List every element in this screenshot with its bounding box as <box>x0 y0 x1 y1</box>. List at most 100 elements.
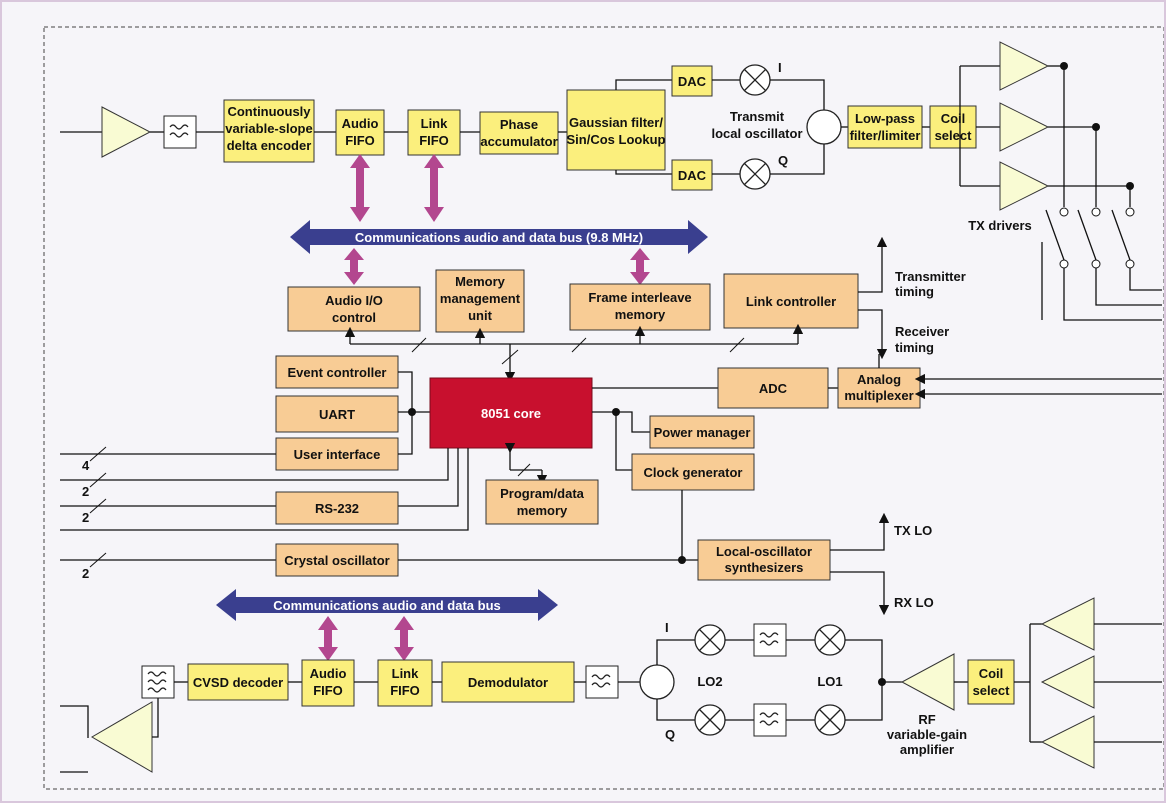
lowpass-l2: filter/limiter <box>850 128 921 143</box>
cvsd-decoder-label: CVSD decoder <box>193 675 283 690</box>
tx-timing-l1: Transmitter <box>895 269 966 284</box>
cvsd-encoder-l3: delta encoder <box>227 138 312 153</box>
input-amplifier <box>101 106 152 158</box>
rx-lna-1 <box>1040 597 1095 651</box>
lo-synthesizers <box>697 539 831 581</box>
audio-fifo-rx <box>301 659 355 707</box>
link-controller <box>723 273 859 329</box>
tx-driver-2 <box>999 102 1050 152</box>
rx-if-filter-i-icon <box>753 623 787 657</box>
rf-vga-l1: RF <box>918 712 935 727</box>
rf-vga-l3: amplifier <box>900 742 954 757</box>
rf-vga <box>900 653 955 711</box>
rx-lna-3 <box>1040 715 1095 769</box>
audio-io-l2: control <box>332 310 376 325</box>
rx-output-filter-icon <box>141 665 175 699</box>
coil-rx-l1: Coil <box>979 666 1004 681</box>
tx-drivers-label: TX drivers <box>968 218 1032 233</box>
cvsd-encoder-l2: variable-slope <box>225 121 312 136</box>
main-bus-arrow <box>290 220 708 254</box>
link-fifo-tx-l2: FIFO <box>419 133 449 148</box>
adc <box>717 367 829 409</box>
crystal-oscillator <box>275 543 399 577</box>
tx-filter-icon <box>163 115 197 149</box>
rx-i-label: I <box>665 620 669 635</box>
tx-i-label: I <box>778 60 782 75</box>
rx-lo-label: RX LO <box>894 595 934 610</box>
link-fifo-rx-l1: Link <box>392 666 419 681</box>
rx-timing-l2: timing <box>895 340 934 355</box>
main-bus: Communications audio and data bus (9.8 M… <box>290 154 708 285</box>
mmu-l2: management <box>440 291 521 306</box>
coil-tx-l1: Coil <box>941 111 966 126</box>
rx-timing-l1: Receiver <box>895 324 949 339</box>
bus-width-2c: 2 <box>82 566 89 581</box>
tx-q-label: Q <box>778 153 788 168</box>
rx-bus: Communications audio and data bus <box>216 589 558 661</box>
phase-accumulator <box>479 111 559 155</box>
tx-driver-1 <box>999 41 1050 91</box>
coil-tx-l2: select <box>935 128 973 143</box>
analog-multiplexer <box>837 367 921 409</box>
bus-width-4: 4 <box>82 458 90 473</box>
mmu-l3: unit <box>468 308 492 323</box>
phase-acc-l1: Phase <box>500 117 538 132</box>
lo-synth-l2: synthesizers <box>725 560 804 575</box>
gaussian-l2: Sin/Cos Lookup <box>567 132 666 147</box>
lo2-label: LO2 <box>697 674 722 689</box>
output-amplifier <box>91 701 153 773</box>
8051-core <box>429 377 593 449</box>
mmu-l1: Memory <box>455 274 506 289</box>
power-mgr-label: Power manager <box>654 425 751 440</box>
coil-select-tx <box>929 105 977 149</box>
phase-acc-l2: accumulator <box>480 134 557 149</box>
dac-q <box>671 159 713 191</box>
clock-generator <box>631 453 755 491</box>
uart-label: UART <box>319 407 355 422</box>
link-fifo-rx <box>377 659 433 707</box>
cvsd-encoder-l1: Continuously <box>227 104 311 119</box>
tx-summer-icon <box>806 109 842 145</box>
frame-mem-l2: memory <box>615 307 666 322</box>
cvsd-encoder <box>223 99 315 163</box>
gaussian-filter <box>566 89 666 171</box>
rs232 <box>275 491 399 525</box>
dac-q-label: DAC <box>678 168 707 183</box>
prog-mem-l1: Program/data <box>500 486 585 501</box>
rx-mixer-q2-icon <box>694 704 726 736</box>
audio-fifo-rx-l2: FIFO <box>313 683 343 698</box>
event-ctrl-label: Event controller <box>288 365 387 380</box>
tx-mixer-i-icon <box>739 64 771 96</box>
mux-l1: Analog <box>857 372 901 387</box>
rx-q-label: Q <box>665 727 675 742</box>
main-bus-label: Communications audio and data bus (9.8 M… <box>355 230 643 245</box>
prog-mem-l2: memory <box>517 503 568 518</box>
uart <box>275 395 399 433</box>
event-controller <box>275 355 399 389</box>
coil-select-rx <box>967 659 1015 705</box>
audio-fifo-tx-l2: FIFO <box>345 133 375 148</box>
crystal-label: Crystal oscillator <box>284 553 390 568</box>
tx-lo-l2: local oscillator <box>711 126 802 141</box>
tx-lo-l1: Transmit <box>730 109 785 124</box>
demod-label: Demodulator <box>468 675 548 690</box>
dac-i <box>671 65 713 97</box>
bus-width-2b: 2 <box>82 510 89 525</box>
tx-driver-3 <box>999 161 1050 211</box>
frame-interleave-memory <box>569 283 711 331</box>
link-fifo-tx <box>407 109 461 156</box>
rx-if-filter-q-icon <box>753 703 787 737</box>
tx-chain: Continuously variable-slope delta encode… <box>60 41 1162 321</box>
tx-timing-l2: timing <box>895 284 934 299</box>
frame <box>43 26 1164 790</box>
bus-width-2a: 2 <box>82 484 89 499</box>
rx-chain: CVSD decoder Audio FIFO Link FIFO Demodu… <box>60 597 1162 773</box>
rx-lpf-icon <box>585 665 619 699</box>
rf-vga-l2: variable-gain <box>887 727 967 742</box>
rx-mixer-q1-icon <box>814 704 846 736</box>
control-section: Audio I/O control Memory management unit… <box>60 236 1162 616</box>
rx-bus-label: Communications audio and data bus <box>273 598 501 613</box>
link-ctrl-label: Link controller <box>746 294 836 309</box>
